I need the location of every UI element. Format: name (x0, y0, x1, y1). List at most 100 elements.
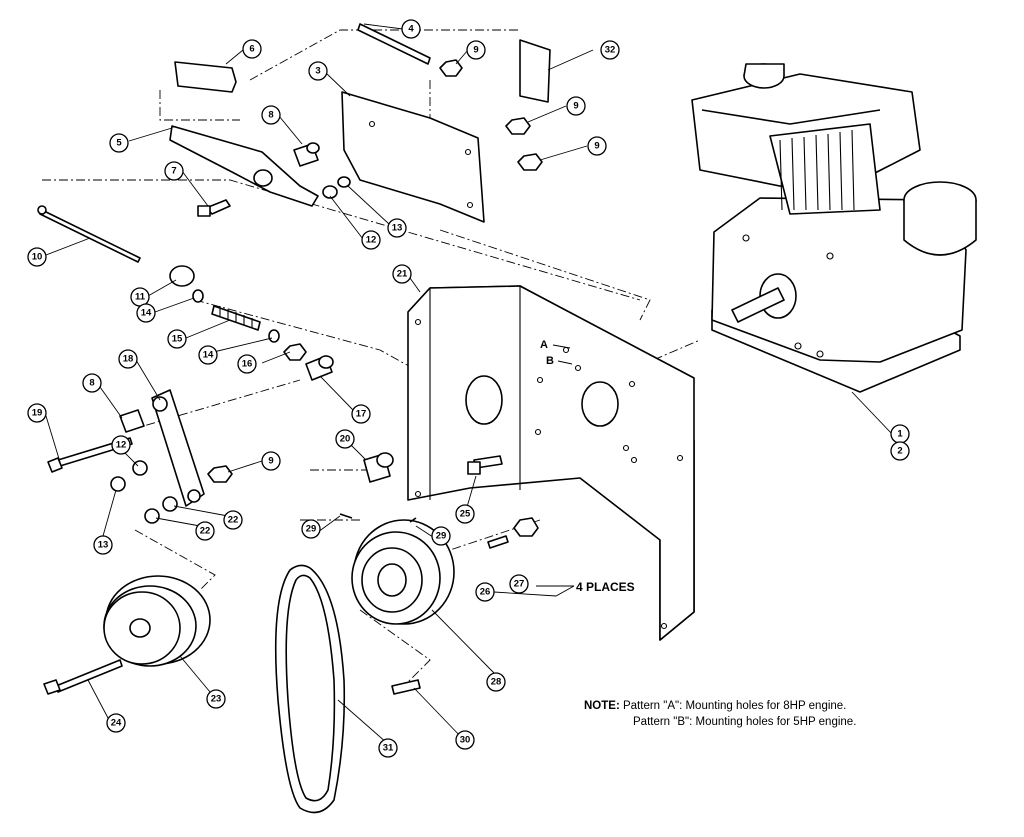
callout-7: 7 (164, 161, 184, 181)
callout-29-a: 29 (301, 519, 321, 539)
callout-1: 1 (890, 424, 910, 444)
part-20-bushing (363, 452, 394, 483)
callout-9-a: 9 (466, 40, 486, 60)
svg-text:26: 26 (480, 587, 491, 598)
four-places-arrows (493, 585, 575, 597)
svg-text:23: 23 (211, 694, 222, 705)
svg-text:30: 30 (460, 735, 471, 746)
callout-9-b: 9 (566, 96, 586, 116)
note-line-1: NOTE: Pattern "A": Mounting holes for 8H… (584, 698, 856, 714)
svg-text:12: 12 (116, 440, 127, 451)
svg-text:32: 32 (605, 45, 616, 56)
hole-label-b: B (546, 355, 554, 367)
callout-4: 4 (401, 19, 421, 39)
part-7-bolt (197, 199, 231, 217)
svg-text:20: 20 (340, 434, 351, 445)
part-8-spacer-lower (119, 409, 145, 433)
callout-12-a: 12 (361, 230, 381, 250)
part-3-plate (341, 91, 485, 223)
washers-12-13 (110, 176, 351, 492)
svg-text:19: 19 (32, 408, 43, 419)
callout-14-b: 14 (198, 345, 218, 365)
svg-text:22: 22 (228, 515, 239, 526)
callout-32: 32 (600, 40, 620, 60)
callout-31: 31 (378, 738, 398, 758)
part-8-spacer-top (293, 142, 320, 167)
callout-15: 15 (167, 329, 187, 349)
svg-text:14: 14 (203, 350, 214, 361)
callout-6: 6 (242, 39, 262, 59)
callout-14-a: 14 (136, 303, 156, 323)
svg-text:9: 9 (268, 456, 273, 467)
part-11-knob (169, 265, 195, 287)
callout-24: 24 (106, 713, 126, 733)
mounting-note: NOTE: Pattern "A": Mounting holes for 8H… (584, 698, 856, 730)
callout-9-d: 9 (261, 451, 281, 471)
svg-text:16: 16 (242, 359, 253, 370)
four-places-label: 4 PLACES (576, 580, 635, 594)
svg-text:9: 9 (573, 101, 578, 112)
callout-17: 17 (351, 404, 371, 424)
callout-2: 2 (890, 441, 910, 461)
svg-text:25: 25 (460, 509, 471, 520)
nuts-9 (207, 59, 543, 483)
part-16-nut (283, 343, 307, 361)
svg-text:12: 12 (366, 235, 377, 246)
svg-text:29: 29 (306, 524, 317, 535)
svg-text:6: 6 (249, 44, 254, 55)
callout-13-a: 13 (387, 218, 407, 238)
part-29-screws (339, 513, 417, 523)
leader-lines (45, 23, 893, 744)
svg-text:22: 22 (200, 526, 211, 537)
callout-11: 11 (130, 287, 150, 307)
callout-10: 10 (27, 247, 47, 267)
svg-text:24: 24 (111, 718, 122, 729)
svg-text:27: 27 (514, 579, 525, 590)
svg-text:2: 2 (897, 446, 902, 457)
svg-text:21: 21 (397, 269, 408, 280)
part-31-v-belt (274, 564, 346, 814)
svg-text:28: 28 (491, 677, 502, 688)
part-15-spring (211, 305, 261, 331)
part-23-idler-pulley (103, 575, 211, 667)
svg-text:14: 14 (141, 308, 152, 319)
svg-text:31: 31 (383, 743, 394, 754)
callout-28: 28 (486, 672, 506, 692)
svg-text:13: 13 (98, 540, 109, 551)
part-1-engine (691, 63, 977, 393)
svg-text:7: 7 (171, 166, 176, 177)
callout-5: 5 (109, 133, 129, 153)
callout-20: 20 (335, 429, 355, 449)
callout-21: 21 (392, 264, 412, 284)
callout-22-a: 22 (195, 521, 215, 541)
callout-18: 18 (118, 349, 138, 369)
hole-pattern-labels: A B (540, 339, 573, 367)
part-28-engine-pulley (351, 519, 455, 625)
svg-text:9: 9 (594, 141, 599, 152)
hole-label-a: A (540, 339, 548, 351)
callout-8-top: 8 (261, 105, 281, 125)
svg-text:15: 15 (172, 334, 183, 345)
svg-text:9: 9 (473, 45, 478, 56)
svg-text:17: 17 (356, 409, 367, 420)
part-26-27-hardware (487, 517, 539, 549)
part-32-decal (519, 39, 551, 103)
callout-29-b: 29 (431, 526, 451, 546)
callout-3: 3 (308, 61, 328, 81)
part-5-bracket (169, 125, 319, 207)
svg-text:29: 29 (436, 531, 447, 542)
part-25-bolt (467, 455, 503, 475)
callout-19: 19 (27, 403, 47, 423)
callout-13-b: 13 (93, 535, 113, 555)
part-24-bolt (43, 659, 123, 695)
callout-25: 25 (455, 504, 475, 524)
callout-16: 16 (237, 354, 257, 374)
callout-22-b: 22 (223, 510, 243, 530)
callout-27: 27 (509, 574, 529, 594)
svg-text:4: 4 (408, 24, 414, 35)
part-21-main-bracket (407, 285, 695, 641)
svg-text:1: 1 (897, 429, 903, 440)
svg-text:13: 13 (392, 223, 403, 234)
note-pattern-b: Pattern "B": Mounting holes for 5HP engi… (633, 716, 857, 728)
